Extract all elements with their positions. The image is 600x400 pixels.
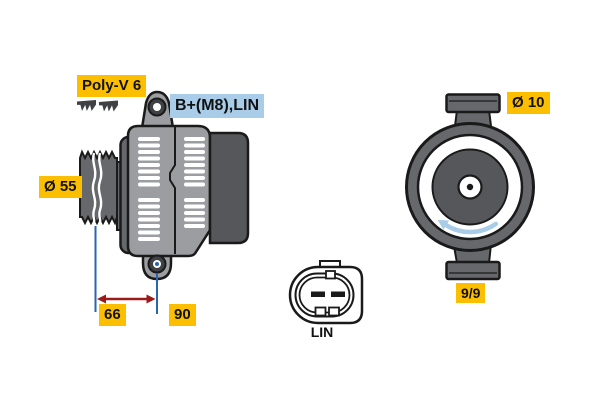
mount-hole-diameter-label: Ø 10 <box>507 92 550 114</box>
connector-key-bottom-right <box>328 306 340 317</box>
belt-type-label: Poly-V 6 <box>77 75 147 97</box>
vent-slots <box>138 137 205 241</box>
bottom-lug-bar <box>445 260 501 281</box>
lin-connector-pinout <box>288 260 364 325</box>
bottom-mount-hole <box>147 254 167 274</box>
pulley-break-line <box>97 152 103 223</box>
connector-key-top <box>325 270 336 280</box>
clock-position-label: 9/9 <box>456 283 486 303</box>
belt-profile-icon <box>77 100 118 112</box>
connector-pin-1 <box>311 291 325 297</box>
pulley-diameter-label: Ø 55 <box>39 176 82 198</box>
dimension-66-label: 66 <box>99 304 126 326</box>
pulley-break-line <box>91 152 97 223</box>
connector-pin-2 <box>331 291 345 297</box>
top-lug-bar <box>445 93 501 114</box>
dimension-90-label: 90 <box>169 304 196 326</box>
housing-seam <box>169 127 176 254</box>
top-mount-hole <box>147 97 167 117</box>
dimension-lines <box>94 226 158 314</box>
shaft-center <box>466 183 474 191</box>
alternator-rear-view <box>405 93 535 281</box>
connector-type-label: LIN <box>310 324 334 340</box>
alternator-side-view <box>79 90 250 281</box>
dimension-arrow-icon <box>97 294 156 304</box>
rear-housing <box>208 131 250 245</box>
terminal-label: B+(M8),LIN <box>170 94 264 118</box>
connector-key-bottom-left <box>314 306 327 317</box>
rotation-arrow-icon <box>437 219 499 235</box>
